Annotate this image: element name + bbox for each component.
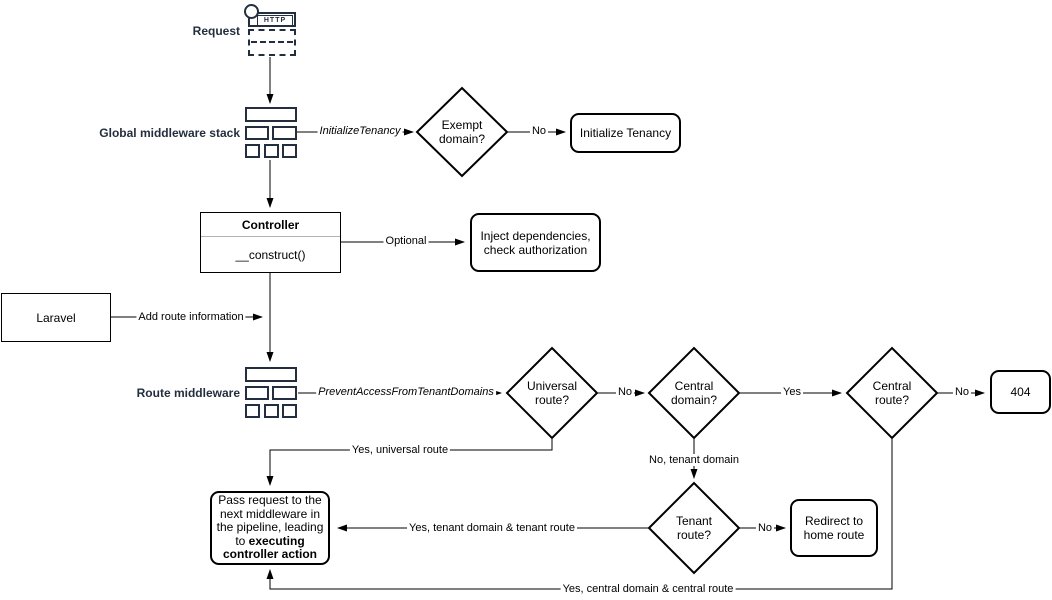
pass-request-node: Pass request to the next middleware in t… xyxy=(210,491,330,565)
laravel-node: Laravel xyxy=(1,293,111,342)
edge-label-yes-tenant-domain-route: Yes, tenant domain & tenant route xyxy=(407,522,577,534)
central-domain-diamond xyxy=(647,346,741,440)
tenant-route-diamond xyxy=(647,481,741,575)
http-request-circle-icon xyxy=(244,4,259,19)
redirect-home-node: Redirect to home route xyxy=(790,499,878,557)
universal-route-diamond xyxy=(505,346,599,440)
route-middleware-label: Route middleware xyxy=(136,386,240,400)
edge-label-exempt-no: No xyxy=(529,125,549,137)
global-middleware-stack-label: Global middleware stack xyxy=(99,126,240,140)
edge-label-central-domain-yes: Yes xyxy=(781,386,803,398)
exempt-domain-label: Exempt domain? xyxy=(438,118,486,146)
controller-node: Controller __construct() xyxy=(200,212,341,273)
tenant-route-label: Tenant route? xyxy=(675,514,713,542)
edge-label-initialize-tenancy: InitializeTenancy xyxy=(317,125,403,137)
edge-label-tenant-route-no: No xyxy=(755,522,775,534)
pass-request-text: Pass request to the next middleware in t… xyxy=(216,493,324,548)
central-domain-label: Central domain? xyxy=(670,379,718,407)
edge-label-universal-no: No xyxy=(615,386,635,398)
edge-label-add-route-information: Add route information xyxy=(136,311,246,323)
central-route-diamond xyxy=(845,346,939,440)
http-badge: HTTP xyxy=(257,15,293,26)
edge-label-central-route-no: No xyxy=(952,386,972,398)
http-request-body-divider xyxy=(251,41,293,43)
edge-label-yes-central-domain-route: Yes, central domain & central route xyxy=(560,583,736,595)
edge-label-no-tenant-domain: No, tenant domain xyxy=(647,454,741,466)
controller-title: Controller xyxy=(201,213,340,237)
initialize-tenancy-node: Initialize Tenancy xyxy=(570,113,681,153)
inject-dependencies-node: Inject dependencies, check authorization xyxy=(470,213,601,272)
controller-method: __construct() xyxy=(235,247,306,262)
request-label: Request xyxy=(192,24,240,38)
not-found-node: 404 xyxy=(990,370,1051,414)
exempt-domain-diamond xyxy=(415,86,509,178)
edge-label-prevent-access: PreventAccessFromTenantDomains xyxy=(316,386,496,398)
edge-label-optional: Optional xyxy=(383,235,429,247)
http-request-icon: HTTP xyxy=(244,4,297,56)
edge-label-yes-universal-route: Yes, universal route xyxy=(349,444,451,456)
global-middleware-stack-icon xyxy=(245,107,297,158)
universal-route-label: Universal route? xyxy=(526,379,577,407)
central-route-label: Central route? xyxy=(872,379,912,407)
route-middleware-icon xyxy=(245,367,297,418)
pass-request-bold-text: executing controller action xyxy=(222,533,317,562)
